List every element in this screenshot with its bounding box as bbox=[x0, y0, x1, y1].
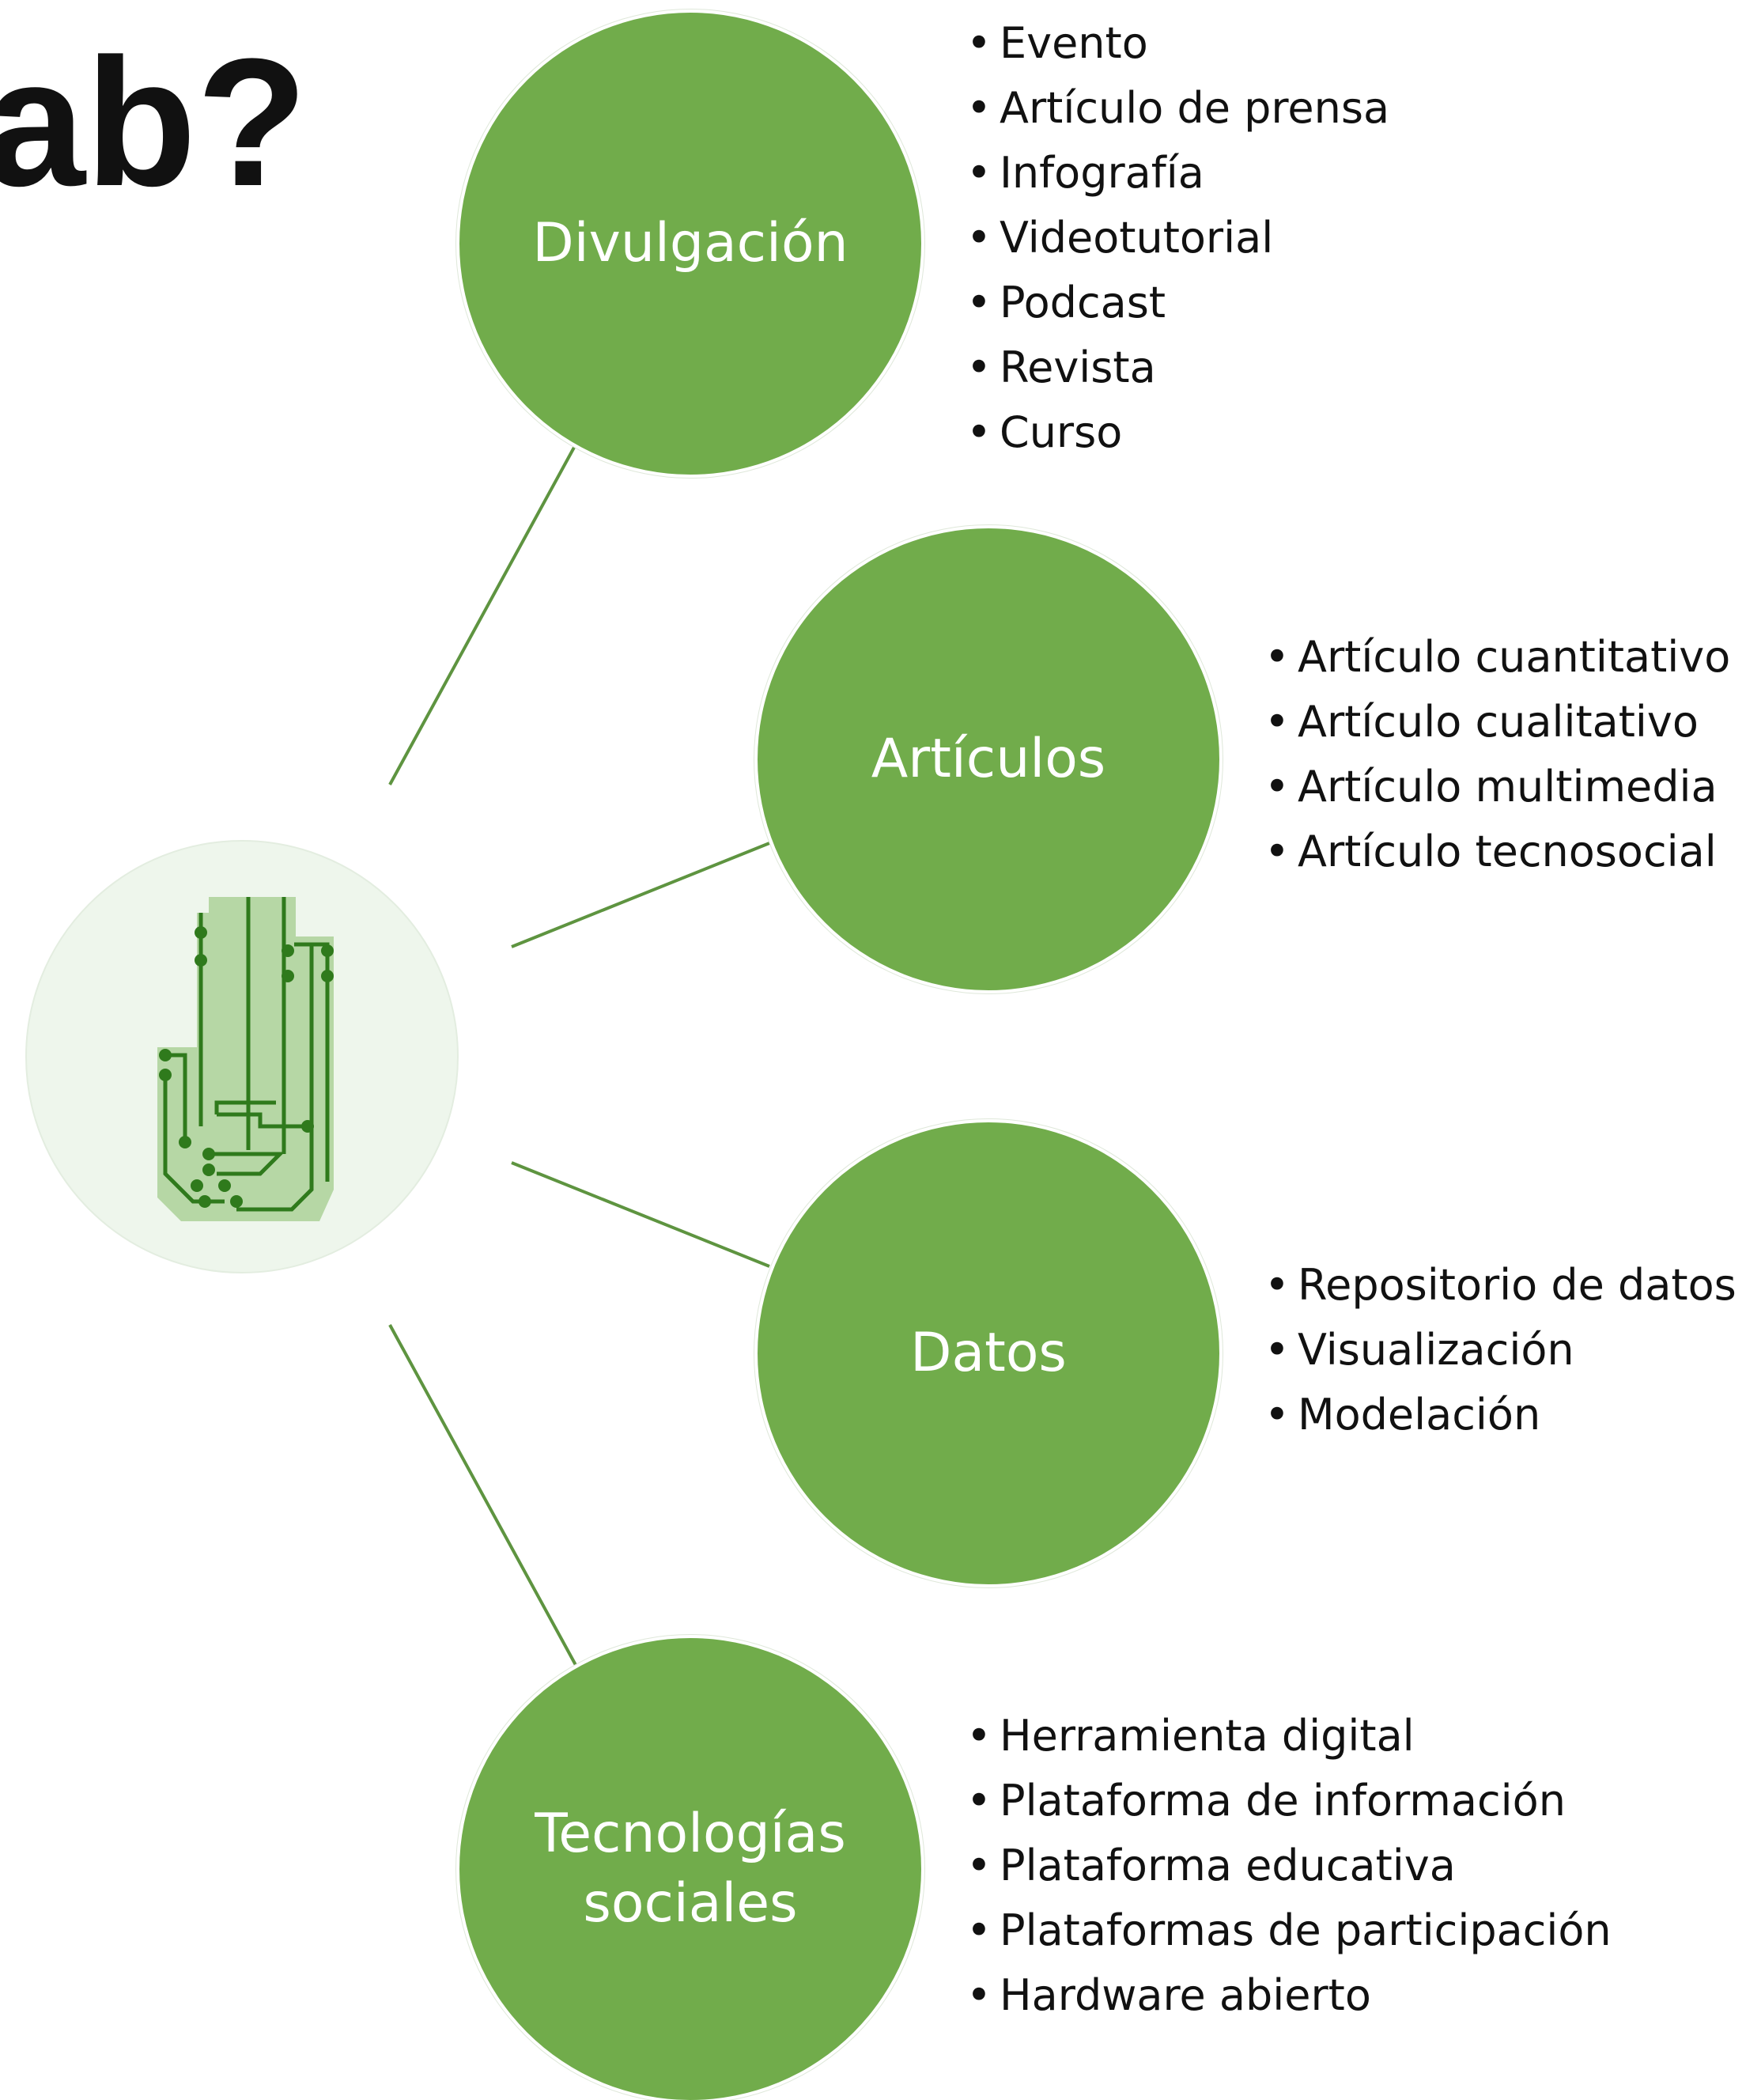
node-articulos: Artículos bbox=[758, 528, 1219, 990]
hub-circle bbox=[25, 840, 459, 1273]
items-tecnologias-sociales: Herramienta digital Plataforma de inform… bbox=[966, 1704, 1612, 2028]
node-label: Datos bbox=[910, 1321, 1067, 1384]
items-datos: Repositorio de datos Visualización Model… bbox=[1264, 1253, 1737, 1447]
connector-tecnologias bbox=[388, 1324, 577, 1666]
list-item: Hardware abierto bbox=[966, 1963, 1612, 2028]
list-item: Modelación bbox=[1264, 1383, 1737, 1447]
node-divulgacion: Divulgación bbox=[459, 13, 921, 475]
items-articulos: Artículo cuantitativo Artículo cualitati… bbox=[1264, 625, 1730, 884]
node-datos: Datos bbox=[758, 1122, 1219, 1584]
list-item: Plataformas de participación bbox=[966, 1898, 1612, 1963]
circuit-hand-icon bbox=[157, 897, 334, 1221]
list-item: Plataforma de información bbox=[966, 1769, 1612, 1833]
list-item: Herramienta digital bbox=[966, 1704, 1612, 1769]
list-item: Revista bbox=[966, 335, 1389, 400]
list-item: Evento bbox=[966, 11, 1389, 76]
list-item: Artículo cuantitativo bbox=[1264, 625, 1730, 690]
list-item: Plataforma educativa bbox=[966, 1833, 1612, 1898]
list-item: Artículo multimedia bbox=[1264, 755, 1730, 819]
node-tecnologias-sociales: Tecnologías sociales bbox=[459, 1638, 921, 2100]
list-item: Artículo tecnosocial bbox=[1264, 819, 1730, 884]
list-item: Artículo de prensa bbox=[966, 76, 1389, 141]
node-label: Artículos bbox=[871, 727, 1106, 790]
page-title: ab? bbox=[0, 21, 308, 224]
list-item: Visualización bbox=[1264, 1318, 1737, 1383]
connector-divulgacion bbox=[388, 444, 577, 785]
connector-datos bbox=[511, 1161, 770, 1268]
node-label: Tecnologías sociales bbox=[535, 1802, 846, 1935]
list-item: Podcast bbox=[966, 271, 1389, 335]
list-item: Videotutorial bbox=[966, 206, 1389, 271]
list-item: Artículo cualitativo bbox=[1264, 690, 1730, 755]
items-divulgacion: Evento Artículo de prensa Infografía Vid… bbox=[966, 11, 1389, 465]
list-item: Curso bbox=[966, 400, 1389, 465]
node-label: Divulgación bbox=[532, 211, 848, 274]
list-item: Infografía bbox=[966, 141, 1389, 206]
list-item: Repositorio de datos bbox=[1264, 1253, 1737, 1318]
connector-articulos bbox=[511, 842, 770, 948]
